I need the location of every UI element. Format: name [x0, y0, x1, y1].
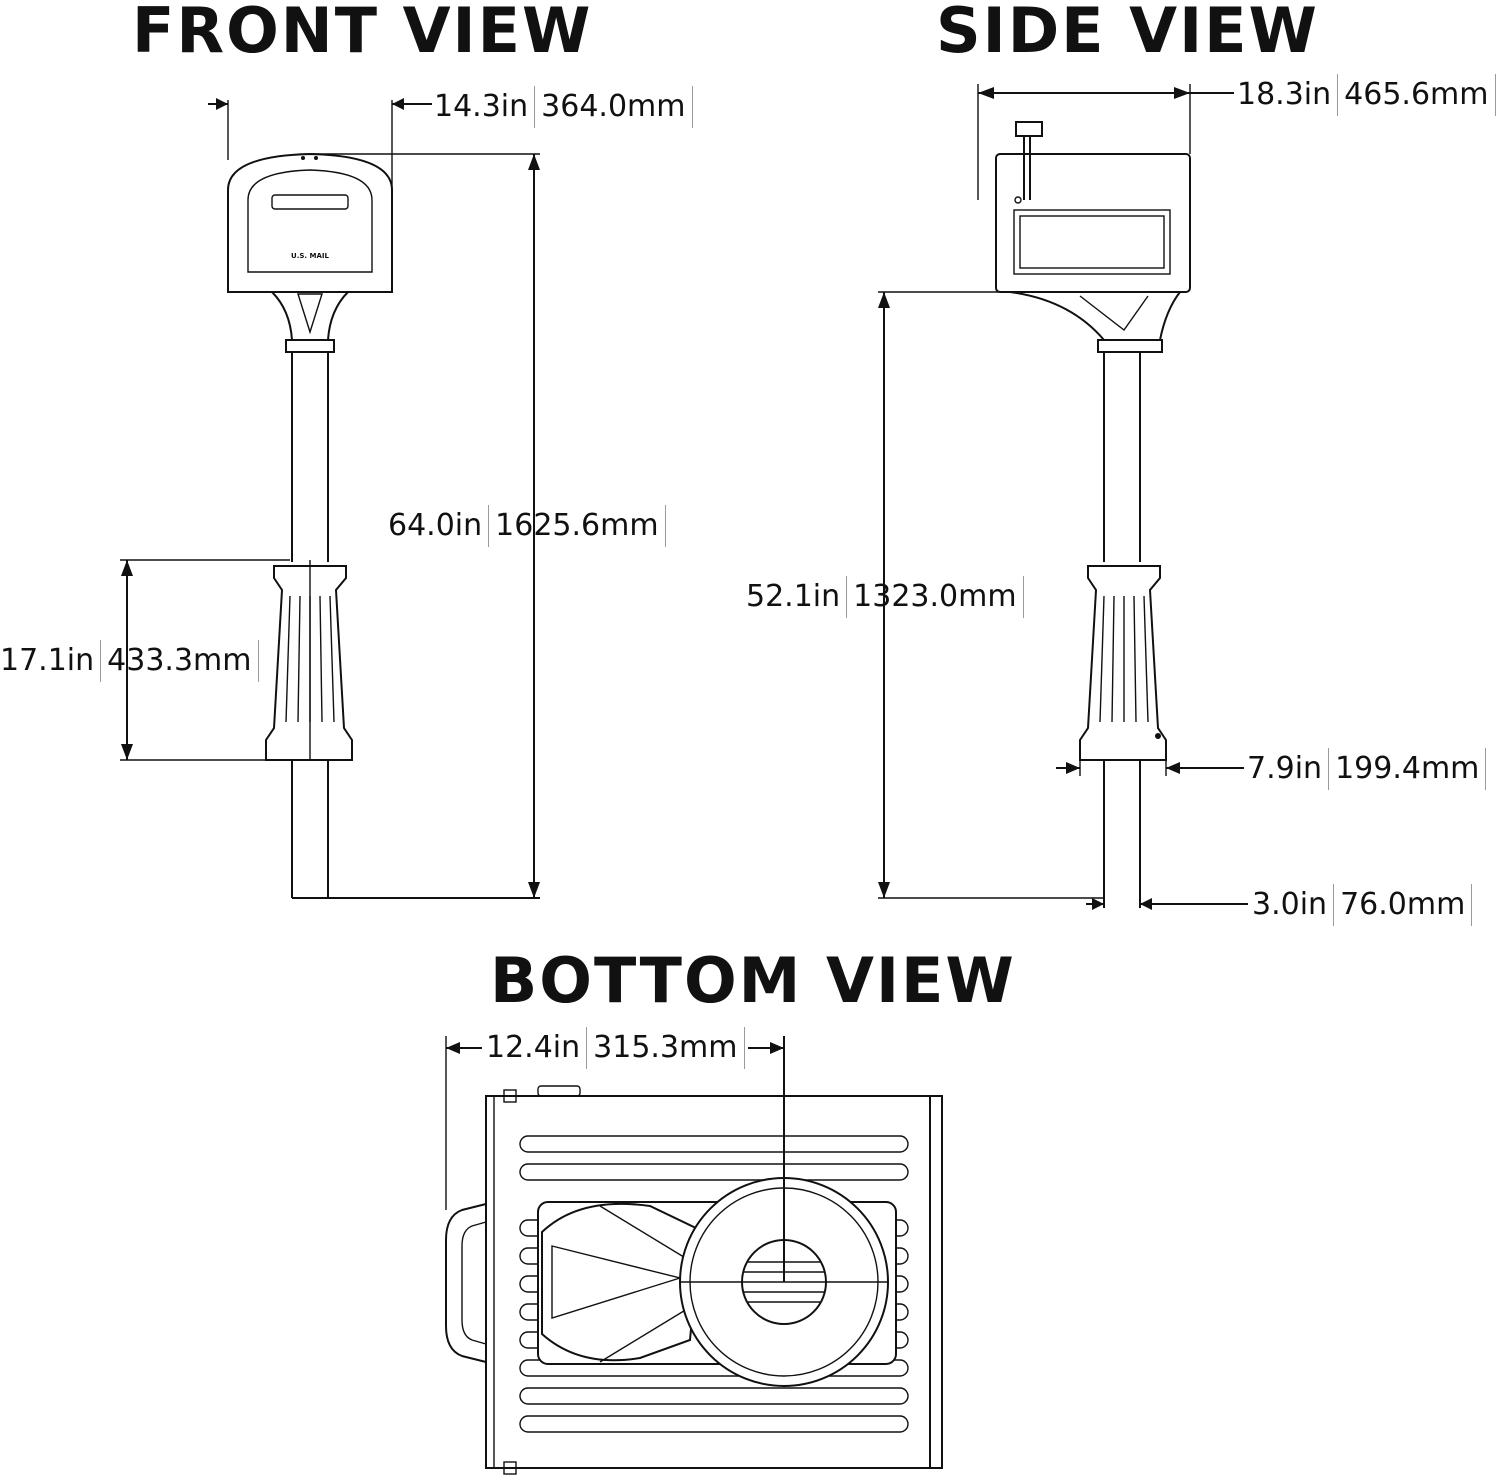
dimension-inches: 18.3in: [1237, 77, 1332, 112]
front-post-collar: [285, 339, 335, 353]
bottom-bracket-arm-inner: [551, 1245, 683, 1319]
bottom-bracket-arm: [541, 1202, 702, 1362]
side-view-title: SIDE VIEW: [936, 0, 1319, 67]
side-base-screw: [1155, 733, 1161, 739]
dimension-base-height: 17.1in 433.3mm: [0, 640, 259, 682]
dimension-mm: 315.3mm: [586, 1027, 745, 1069]
dimension-inches: 7.9in: [1247, 751, 1323, 786]
bottom-mailbox-door-edge: [929, 1095, 943, 1469]
dimension-arrow: [1092, 898, 1104, 910]
dimension-arrow: [878, 882, 890, 898]
front-rivet: [314, 156, 318, 160]
dimension-inches: 14.3in: [434, 89, 529, 124]
bottom-handle: [445, 1203, 487, 1363]
dimension-arrow: [392, 98, 404, 110]
side-mailbox-panel-inner: [1019, 215, 1165, 269]
dimension-arrow: [1174, 87, 1190, 99]
side-flag: [1015, 121, 1043, 137]
dimension-mm: 1625.6mm: [488, 505, 666, 547]
dimension-arrow: [978, 87, 994, 99]
dimension-arrow: [770, 1042, 784, 1054]
dimension-inches: 52.1in: [746, 579, 841, 614]
dimension-arrow: [121, 744, 133, 760]
front-rivet: [301, 156, 305, 160]
side-rivet: [1014, 196, 1022, 204]
dimension-inches: 64.0in: [388, 508, 483, 543]
front-base-sleeve: [265, 565, 353, 761]
dimension-arrow: [216, 98, 228, 110]
dimension-arrow: [878, 292, 890, 308]
dimension-mm: 76.0mm: [1333, 884, 1473, 926]
side-mailbox-body: [995, 153, 1191, 293]
dimension-base-width: 7.9in 199.4mm: [1247, 748, 1487, 790]
side-mailbox-panel: [1013, 209, 1171, 275]
bottom-view-title: BOTTOM VIEW: [490, 944, 1016, 1017]
dimension-inches: 17.1in: [0, 643, 95, 678]
bottom-view-drawing: [445, 1036, 943, 1475]
bottom-rib: [519, 1415, 909, 1433]
bottom-rib: [519, 1135, 909, 1153]
dimension-inches: 3.0in: [1252, 887, 1328, 922]
front-bracket-inner: [297, 293, 323, 335]
dimension-arrow: [121, 560, 133, 576]
dimension-side-depth: 18.3in 465.6mm: [1237, 74, 1496, 116]
front-base-flute: [297, 595, 301, 723]
front-view-title: FRONT VIEW: [132, 0, 593, 67]
dimension-inches: 12.4in: [486, 1030, 581, 1065]
bottom-flag-tab: [537, 1085, 581, 1097]
dimension-post-width: 3.0in 76.0mm: [1252, 884, 1473, 926]
front-base-flute: [285, 595, 291, 723]
bottom-rib: [519, 1387, 909, 1405]
dimension-arrow: [446, 1042, 460, 1054]
side-base-sleeve: [1079, 565, 1167, 761]
bottom-hinge: [503, 1461, 517, 1475]
front-mailbox-door: [247, 169, 373, 273]
dimension-arrow: [1166, 762, 1180, 774]
dimension-arrow: [528, 154, 540, 170]
dimension-mm: 433.3mm: [100, 640, 259, 682]
dimension-arrow: [1140, 898, 1152, 910]
dimension-total-height: 64.0in 1625.6mm: [388, 505, 666, 547]
bottom-hinge: [503, 1089, 517, 1103]
front-base-flute: [319, 595, 323, 723]
bottom-bracket-line: [599, 1205, 693, 1263]
side-base-flute: [1111, 595, 1115, 723]
bottom-ribs: [519, 1135, 909, 1433]
side-post-collar: [1097, 339, 1163, 353]
bottom-bracket-line: [599, 1305, 693, 1363]
side-bracket-inner: [1079, 295, 1149, 332]
side-base-flute: [1133, 595, 1137, 723]
front-view-drawing: U.S. MAIL: [120, 98, 540, 899]
side-view-drawing: [878, 84, 1248, 910]
side-base-flute: [1099, 595, 1105, 723]
side-bracket: [1009, 291, 1181, 341]
side-base-flute: [1143, 595, 1149, 723]
dimension-mm: 465.6mm: [1337, 74, 1496, 116]
front-mail-slot: [271, 194, 349, 210]
dimension-mm: 199.4mm: [1328, 748, 1487, 790]
bottom-handle-inner: [461, 1221, 487, 1345]
bottom-rib: [519, 1163, 909, 1181]
dimension-box-bottom-height: 52.1in 1323.0mm: [746, 576, 1024, 618]
front-base-flute: [329, 595, 335, 723]
dimension-mm: 1323.0mm: [846, 576, 1024, 618]
dimension-bottom-offset: 12.4in 315.3mm: [486, 1027, 745, 1069]
front-mailbox-label: U.S. MAIL: [291, 252, 329, 260]
dimension-arrow: [1066, 762, 1080, 774]
dimension-front-width: 14.3in 364.0mm: [434, 86, 693, 128]
dimension-mm: 364.0mm: [534, 86, 693, 128]
dimension-arrow: [528, 882, 540, 898]
